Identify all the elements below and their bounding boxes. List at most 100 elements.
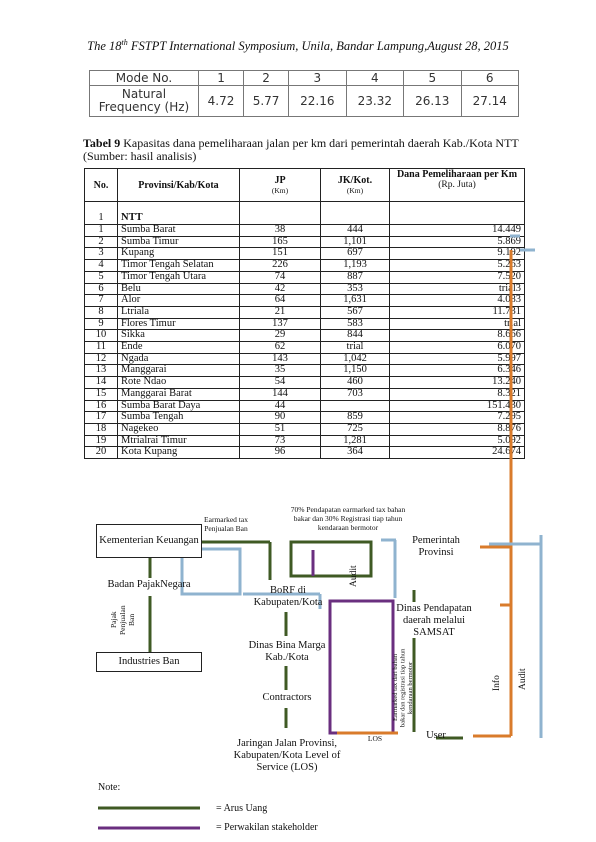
note-title: Note: (98, 782, 121, 793)
pajak-ban-label: Pajak Penjualan Ban (109, 605, 136, 635)
table-cell-jk: 887 (320, 270, 390, 284)
table-cell-dana (389, 201, 525, 225)
table-cell-jk: 1,042 (320, 352, 390, 366)
table-cell-dana: 11.731 (389, 305, 525, 319)
pemprov-label: Pemerintah Provinsi (412, 535, 460, 558)
table-cell-no: 20 (84, 446, 118, 460)
table-cell-jp: 90 (239, 411, 321, 424)
los-label: LOS (367, 734, 383, 743)
table-cell-no: 19 (84, 434, 118, 448)
table-cell-dana: 6.070 (389, 341, 525, 354)
table-cell-name: Ende (117, 341, 240, 354)
freq-cell: 5.77 (243, 85, 290, 117)
table-cell-jp: 64 (239, 294, 321, 307)
table-cell-no: 6 (84, 282, 118, 296)
table-cell-no: 16 (84, 399, 118, 413)
table-cell-jp: 143 (239, 352, 321, 366)
table-cell-jp (239, 201, 321, 225)
table-cell-jk: 859 (320, 411, 390, 424)
table-cell-dana: 7.520 (389, 270, 525, 284)
table-cell-dana: 7.295 (389, 411, 525, 424)
table-cell-no: 14 (84, 376, 118, 389)
table-cell-dana: 8.666 (389, 329, 525, 343)
blue-box (180, 547, 242, 596)
table-caption: Tabel 9 Kapasitas dana pemeliharaan jala… (83, 136, 519, 163)
table-cell-name: Sumba Barat Daya (117, 399, 240, 413)
table-cell-name: Sumba Tengah (117, 411, 240, 424)
header-jp: JP(Km) (239, 168, 321, 202)
table-cell-jp: 35 (239, 364, 321, 378)
badan-pajak-label: Badan PajakNegara (107, 579, 191, 590)
table-cell-dana: 151.430 (389, 399, 525, 413)
table-cell-dana: 6.346 (389, 364, 525, 378)
earmarked-vertical-label: Earmarked tax dari bahan bakar dan regis… (392, 648, 414, 728)
table-cell-dana: 4.083 (389, 294, 525, 307)
money-box (289, 540, 373, 578)
table-cell-jp: 151 (239, 247, 321, 261)
table-cell-jk: 364 (320, 446, 390, 460)
table-cell-jk (320, 201, 390, 225)
table-cell-jk: 697 (320, 247, 390, 261)
table-cell-name: NTT (117, 201, 240, 225)
table-cell-jk: 1,281 (320, 434, 390, 448)
freq-cell: 27.14 (460, 85, 519, 117)
user-label: User (426, 730, 446, 741)
industries-box: Industries Ban (96, 652, 202, 672)
header-dana: Dana Pemeliharaan per Km(Rp. Juta) (389, 168, 525, 202)
table-cell-name: Kota Kupang (117, 446, 240, 460)
table-cell-name: Timor Tengah Utara (117, 270, 240, 284)
table-cell-dana: 8.321 (389, 387, 525, 401)
info-label: Info (492, 675, 502, 691)
table-cell-dana: 5.092 (389, 434, 525, 448)
table-cell-name: Manggarai Barat (117, 387, 240, 401)
table-cell-dana: 9.192 (389, 247, 525, 261)
table-cell-no: 10 (84, 329, 118, 343)
earmarked-70-label: 70% Pendapatan earmarked tax bahan bakar… (290, 505, 406, 532)
table-cell-name: Alor (117, 294, 240, 307)
table-cell-jp: 137 (239, 317, 321, 331)
table-cell-jk: trial (320, 341, 390, 354)
table-cell-dana: 8.876 (389, 422, 525, 436)
table-cell-dana: 24.674 (389, 446, 525, 460)
note-perwakilan: = Perwakilan stakeholder (216, 822, 318, 833)
stakeholder-box (328, 599, 395, 735)
contractors-label: Contractors (262, 692, 312, 703)
jaringan-label: Jaringan Jalan Provinsi, Kabupaten/Kota … (233, 738, 341, 773)
freq-cell: 26.13 (403, 85, 462, 117)
borf-label: BoRF di Kabupaten/Kota (253, 585, 323, 608)
table-cell-no: 7 (84, 294, 118, 307)
freq-cell: 4.72 (197, 85, 245, 117)
table-cell-dana: trial (389, 317, 525, 331)
table-cell-jk: 583 (320, 317, 390, 331)
earmarked-tax-label: Earmarked tax Penjualan Ban (204, 515, 248, 533)
freq-cell: 23.32 (345, 85, 405, 117)
audit-label: Audit (349, 565, 359, 587)
header-prov: Provinsi/Kab/Kota (117, 168, 240, 202)
funding-table: No. Provinsi/Kab/Kota JP(Km) JK/Kot.(Km)… (84, 168, 525, 460)
table-cell-no: 1 (84, 201, 118, 225)
audit2-label: Audit (518, 668, 528, 690)
table-cell-name: Manggarai (117, 364, 240, 378)
header-no: No. (84, 168, 118, 202)
table-cell-jk: 725 (320, 422, 390, 436)
kemenkeu-box: Kementerian Keuangan (96, 524, 202, 558)
note-arus: = Arus Uang (216, 803, 268, 814)
